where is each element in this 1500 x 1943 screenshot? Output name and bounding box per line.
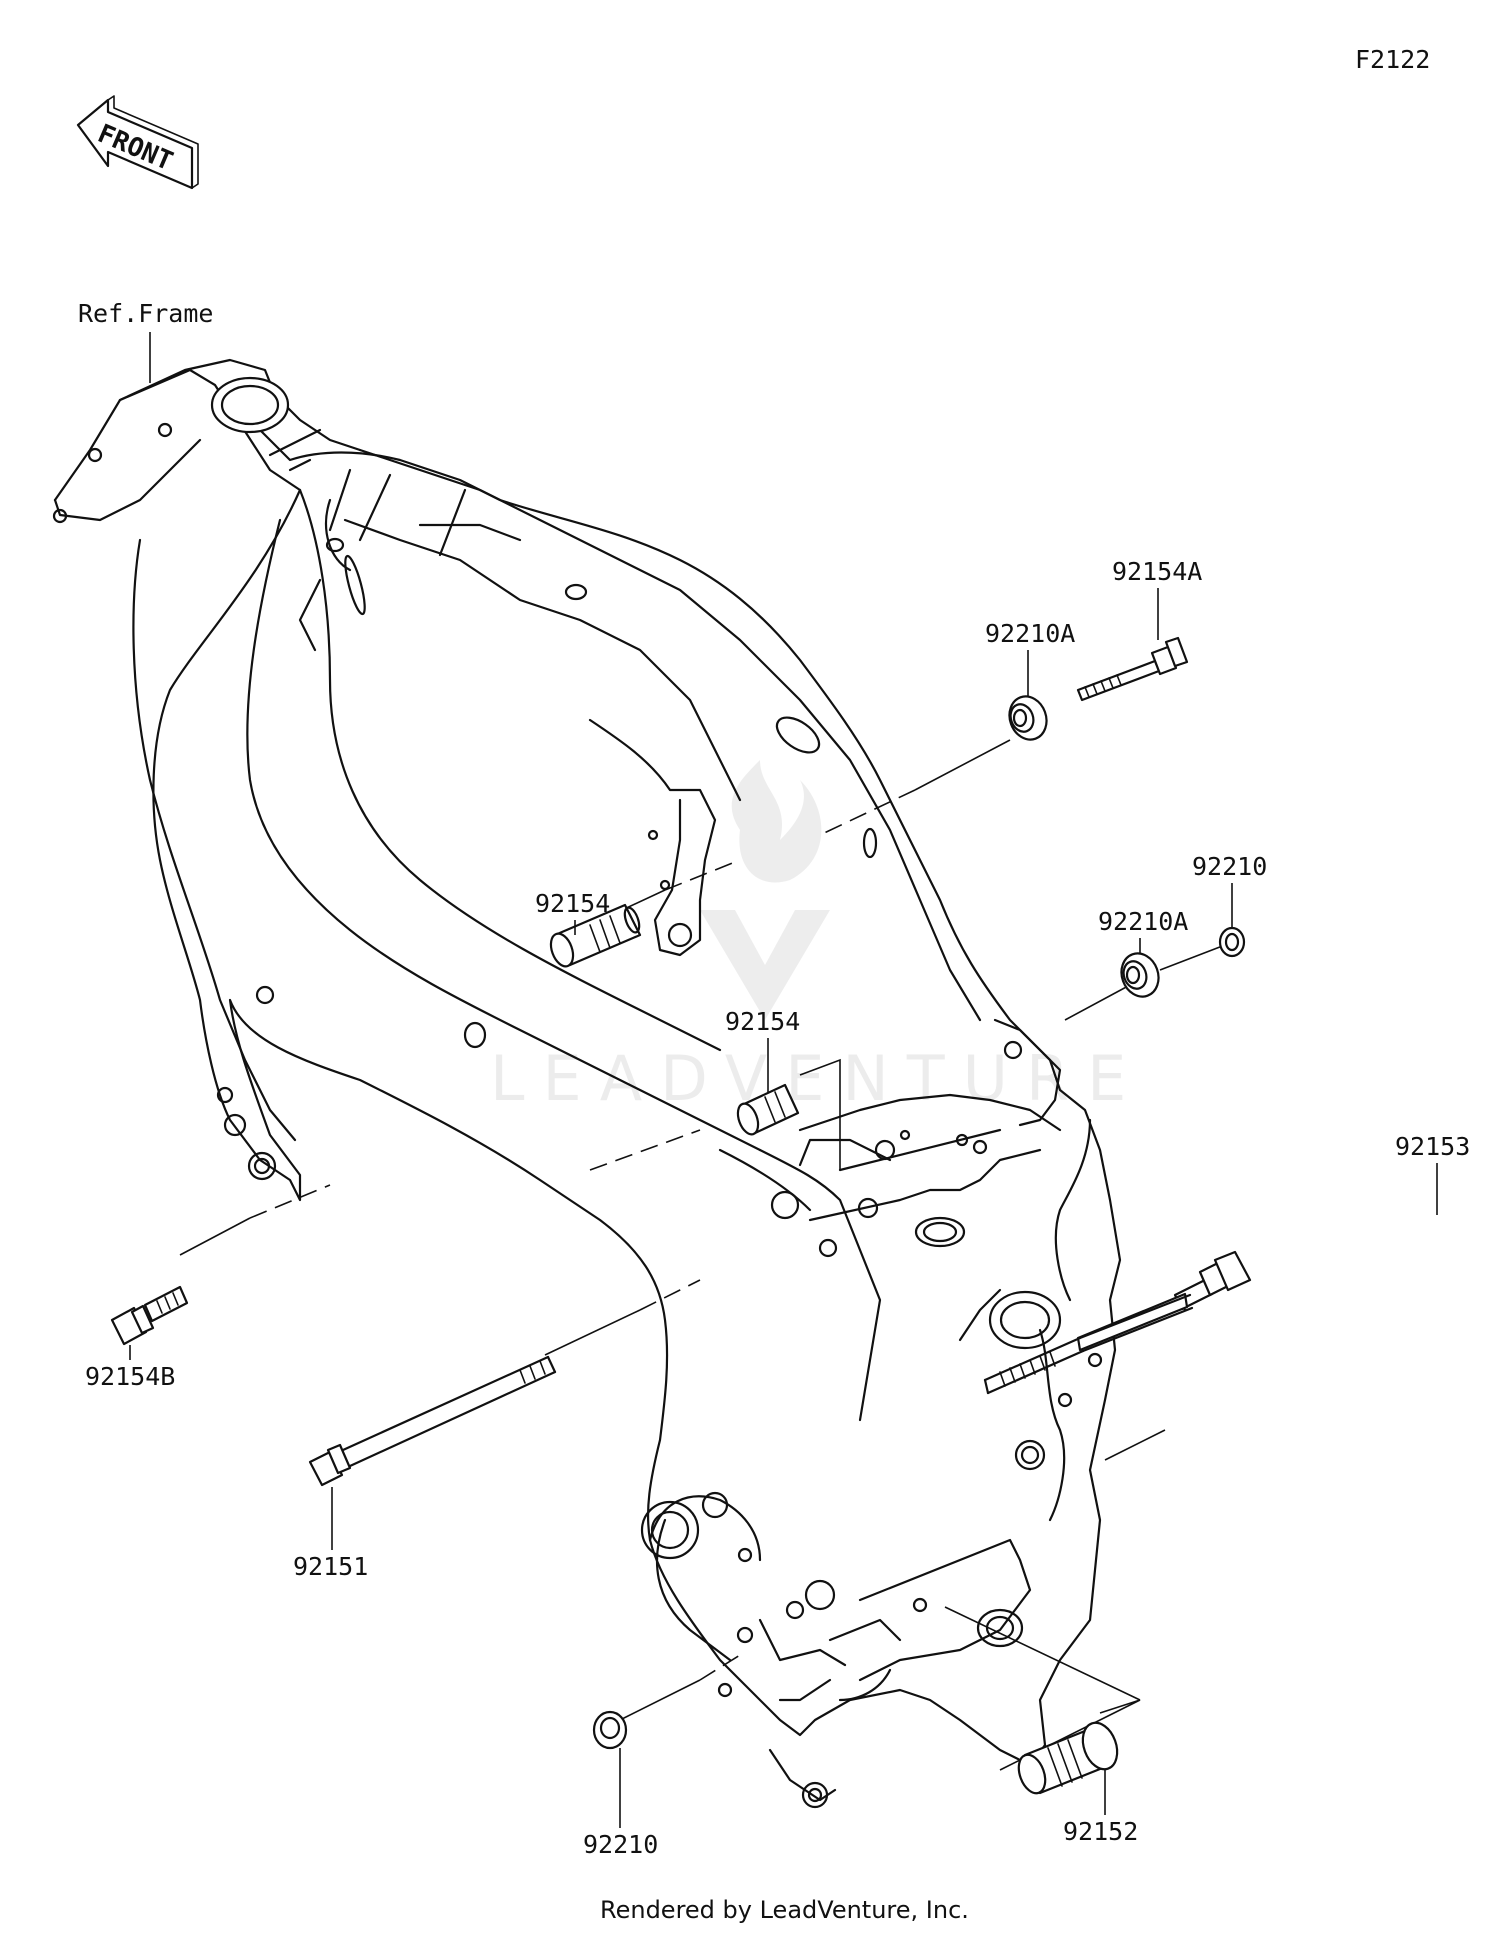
collar-92154-upper [549, 903, 642, 968]
collar-92152 [1017, 1721, 1119, 1795]
part-label-92154B: 92154B [85, 1362, 175, 1391]
collar-92154-middle [736, 1083, 800, 1136]
bolt-92151 [308, 1355, 557, 1487]
nut-92210-bottom [592, 1710, 628, 1750]
part-labels: 92154A 92210A 92154 92210 92210A 92154 9… [85, 557, 1470, 1859]
part-label-92210-right: 92210 [1192, 852, 1267, 881]
part-label-92210A-mid: 92210A [1098, 907, 1188, 936]
ref-frame-label: Ref.Frame [78, 299, 213, 328]
nut-92210A-mid [1120, 952, 1160, 998]
watermark-text: LEADVENTURE [490, 1042, 1144, 1115]
bolt-92153 [983, 1250, 1252, 1395]
assembly-lines [179, 739, 1226, 1771]
footer-credit: Rendered by LeadVenture, Inc. [600, 1896, 969, 1924]
front-direction-arrow-icon: FRONT [76, 95, 199, 190]
part-label-92153: 92153 [1395, 1132, 1470, 1161]
part-label-92151: 92151 [293, 1552, 368, 1581]
part-label-92154-upper: 92154 [535, 889, 610, 918]
part-label-92152: 92152 [1063, 1817, 1138, 1846]
front-arrow-label: FRONT [93, 119, 177, 177]
motorcycle-frame [52, 358, 1122, 1809]
nut-92210-right [1218, 926, 1246, 958]
part-label-92210-bottom: 92210 [583, 1830, 658, 1859]
part-label-92154-middle: 92154 [725, 1007, 800, 1036]
bolt-92154A [1076, 636, 1189, 702]
part-label-92210A-top: 92210A [985, 619, 1075, 648]
diagram-code: F2122 [1355, 45, 1430, 74]
nut-92210A-top [1008, 695, 1048, 741]
bolt-92154B [110, 1285, 189, 1346]
part-label-92154A: 92154A [1112, 557, 1202, 586]
